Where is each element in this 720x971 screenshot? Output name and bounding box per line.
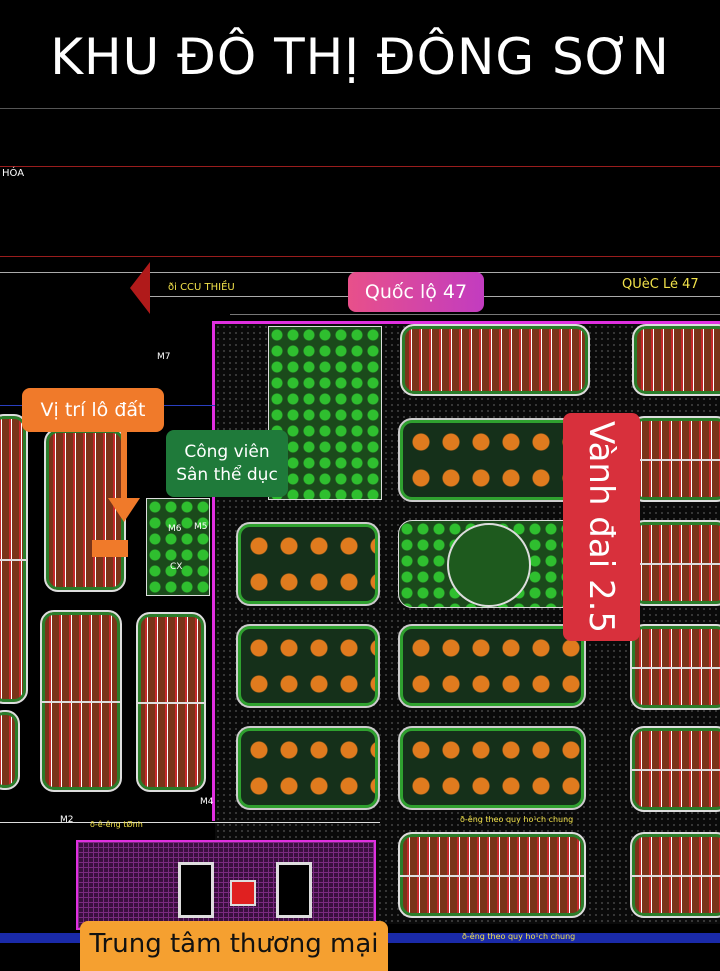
villa-block <box>398 726 586 810</box>
divider <box>0 108 720 109</box>
townhouse-block <box>400 324 590 396</box>
townhouse-block <box>630 416 720 502</box>
road-note: ð-êng theo quy ho¹ch chung <box>460 815 574 824</box>
townhouse-block <box>0 414 28 704</box>
lot-location-label: Vị trí lô đất <box>22 388 164 432</box>
highway-lane <box>230 314 720 315</box>
direction-arrow-icon <box>130 262 150 314</box>
villa-block <box>398 418 586 502</box>
park-label-line1: Công viên <box>184 441 270 462</box>
townhouse-block <box>630 624 720 710</box>
boundary-magenta <box>212 321 215 821</box>
arrow-shaft <box>121 432 127 502</box>
road-label-small: ði CCU THIỀU <box>168 282 235 293</box>
road-label-yellow: QUèC Lé 47 <box>622 277 699 292</box>
park-label-line2: Sân thể dục <box>176 464 278 485</box>
villa-block <box>236 726 380 810</box>
villa-block <box>236 522 380 606</box>
townhouse-block <box>0 710 20 790</box>
commercial-area <box>76 840 376 930</box>
arrow-down-icon <box>108 498 140 522</box>
marker-m7: M7 <box>157 352 171 362</box>
building <box>178 862 214 918</box>
townhouse-block <box>630 520 720 606</box>
boundary-line <box>0 166 720 167</box>
highway-label: Quốc lộ 47 <box>348 272 484 312</box>
page-title: KHU ĐÔ THỊ ĐÔNG SƠN <box>50 28 670 86</box>
villa-block <box>236 624 380 708</box>
commercial-label: Trung tâm thương mại <box>80 921 388 971</box>
townhouse-block <box>136 612 206 792</box>
marker-cx: CX <box>170 562 183 572</box>
ring-road-text: Vành đai 2.5 <box>581 420 622 634</box>
marker-m6: M6 <box>168 524 182 534</box>
marker-m5: M5 <box>194 522 208 532</box>
marker-m2: M2 <box>60 815 74 825</box>
boundary-magenta <box>212 321 720 324</box>
villa-block <box>398 624 586 708</box>
marker-m4: M4 <box>200 797 214 807</box>
townhouse-block <box>40 610 122 792</box>
highway-edge <box>0 256 720 257</box>
road-note: ð-êng theo quy ho¹ch chung <box>462 932 576 941</box>
townhouse-block <box>632 324 720 396</box>
round-park-circle <box>447 523 531 607</box>
park-label: Công viên Sân thể dục <box>166 430 288 497</box>
ring-road-label: Vành đai 2.5 <box>563 413 640 641</box>
small-park <box>146 498 210 596</box>
building <box>276 862 312 918</box>
townhouse-block <box>398 832 586 918</box>
townhouse-block <box>630 726 720 812</box>
building <box>230 880 256 906</box>
road-note: ð-ê-êng tØnh <box>90 820 143 829</box>
corner-text: HÓA <box>2 168 25 179</box>
lot-marker <box>92 540 128 557</box>
townhouse-block <box>630 832 720 918</box>
provincial-road <box>0 822 380 823</box>
